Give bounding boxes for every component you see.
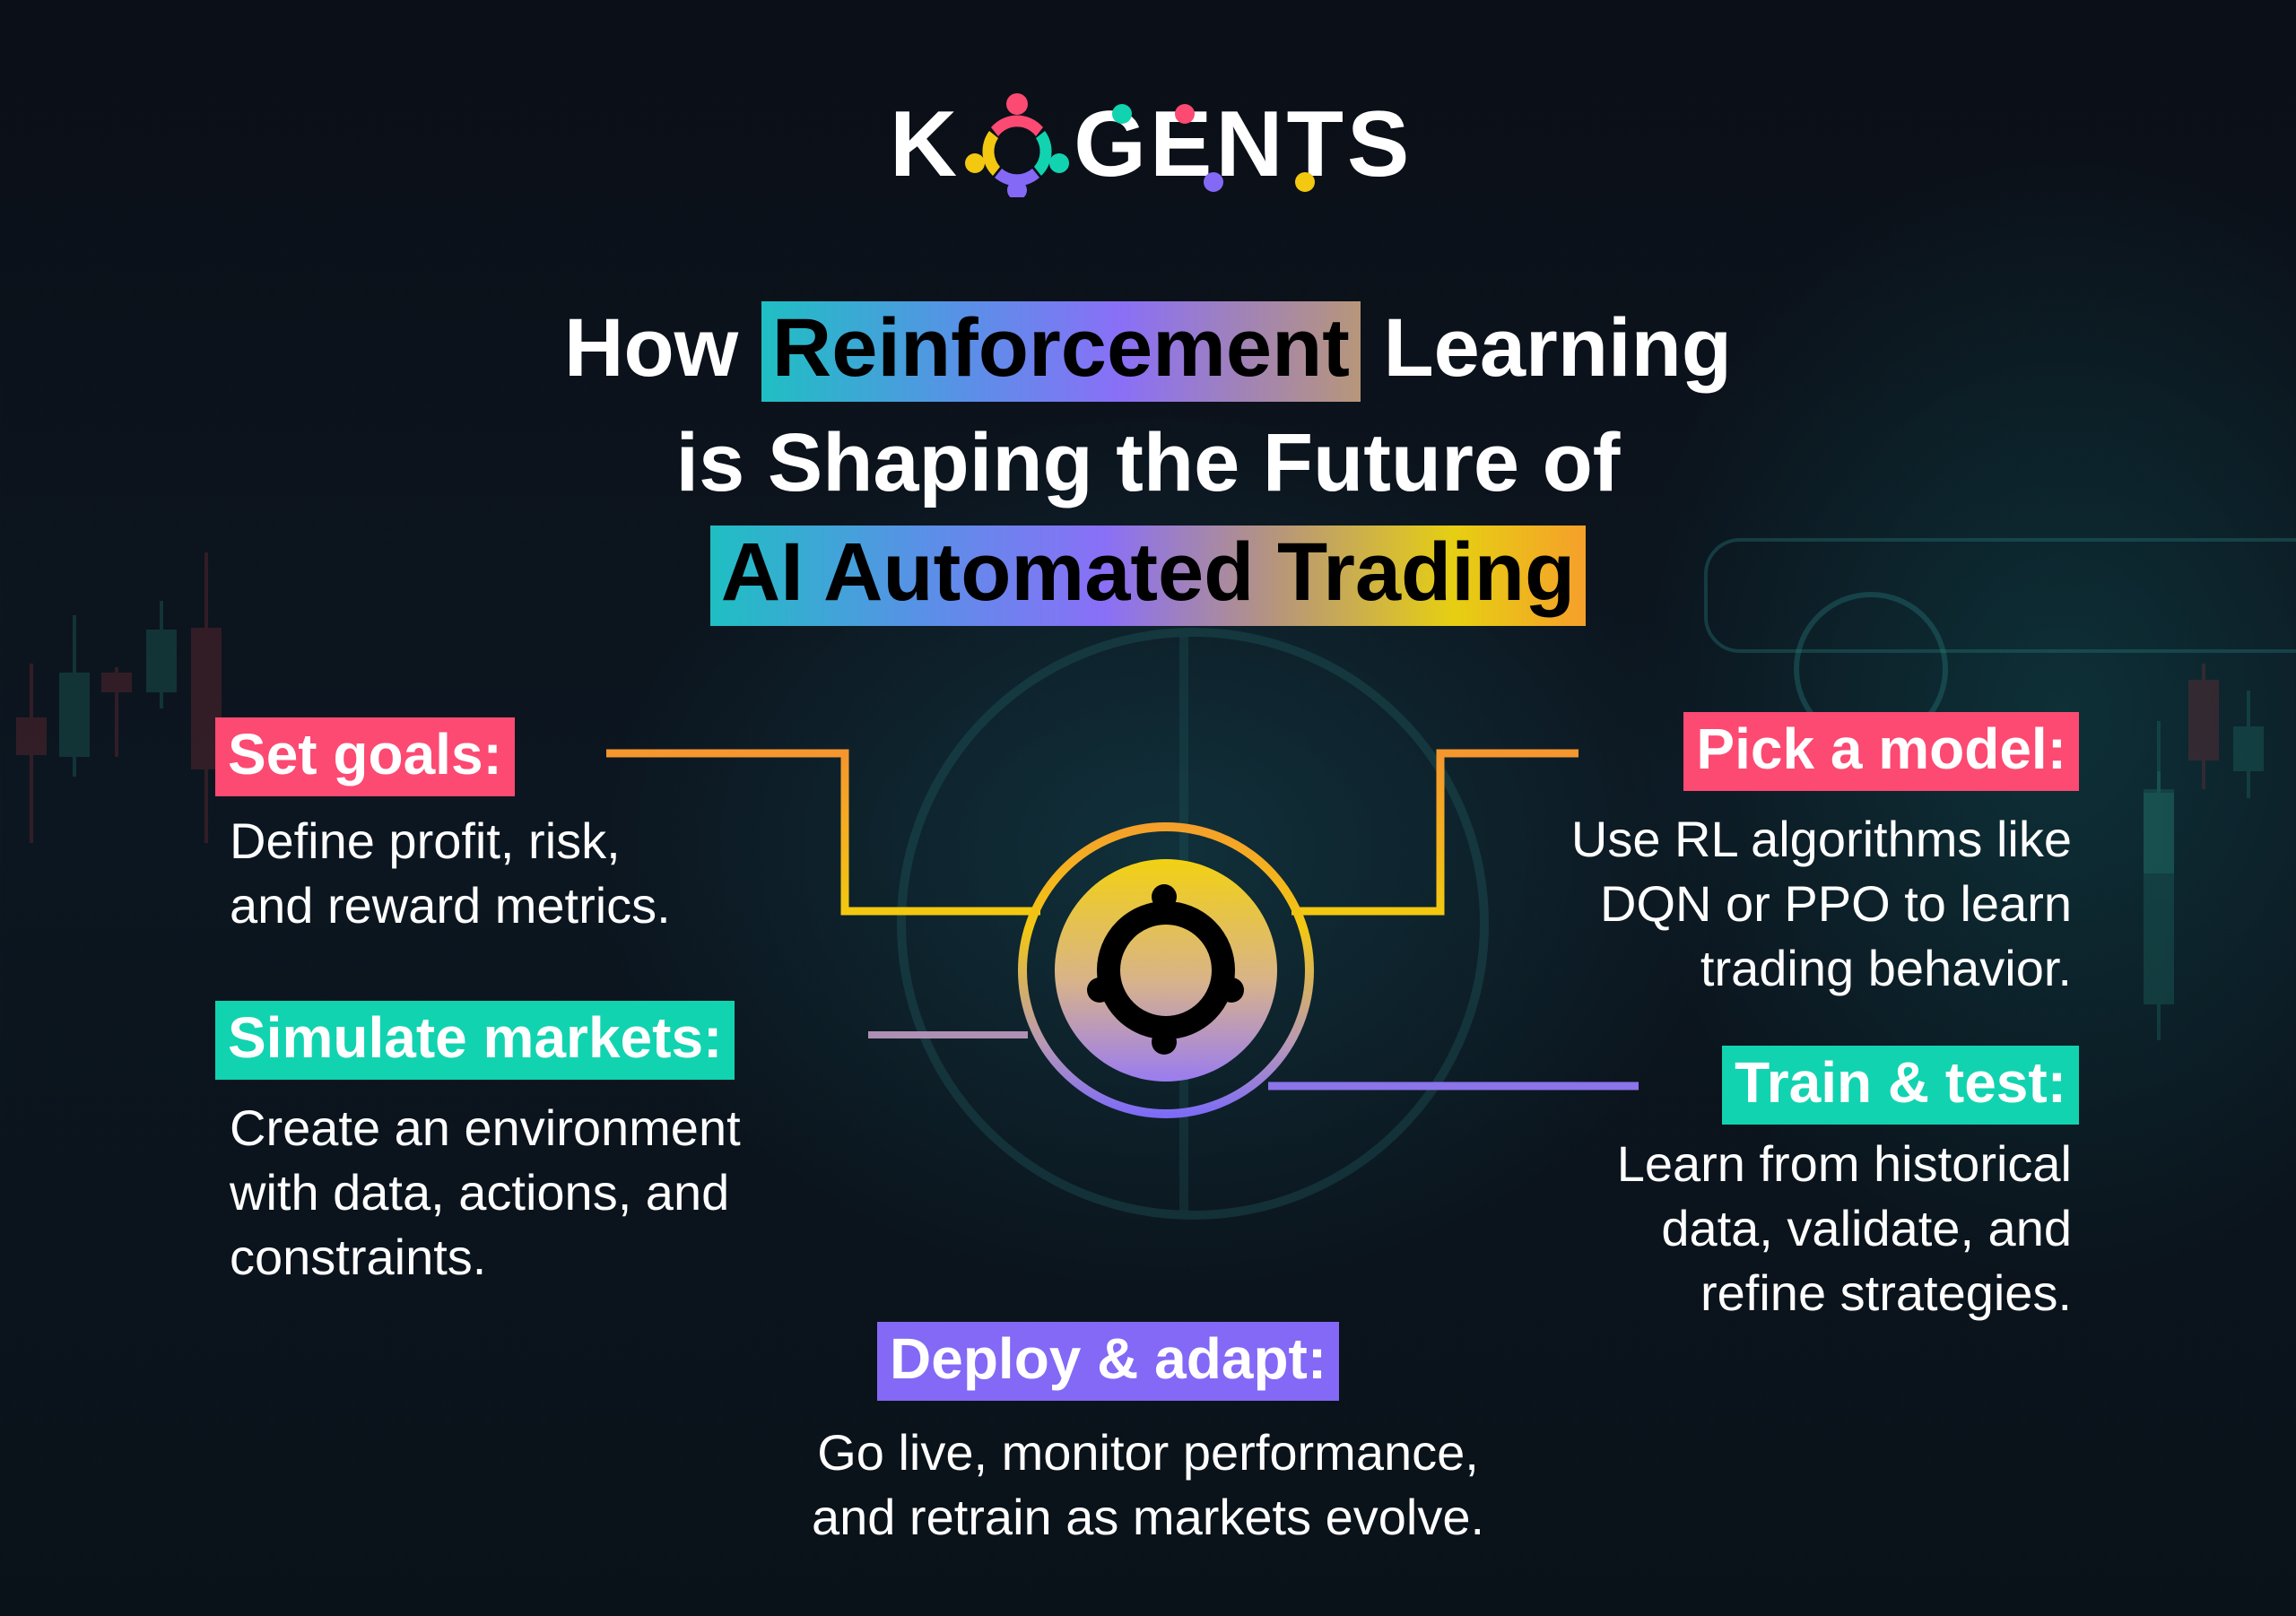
step-description-train-and-test: Learn from historical data, validate, an… xyxy=(1617,1132,2072,1325)
title-highlight-reinforcement: Reinforcement xyxy=(761,301,1361,402)
step-label-pick-a-model: Pick a model: xyxy=(1683,712,2079,792)
description-line: and reward metrics. xyxy=(230,877,671,934)
title-line-1: How Reinforcement Learning xyxy=(0,301,2296,402)
logo-dot-icon xyxy=(1295,172,1315,192)
description-line: and retrain as markets evolve. xyxy=(811,1489,1485,1545)
step-description-deploy-and-adapt: Go live, monitor performance, and retrai… xyxy=(700,1421,1596,1550)
step-description-simulate-markets: Create an environment with data, actions… xyxy=(230,1096,741,1290)
candlestick-icon xyxy=(16,664,47,843)
logo-text-start: K xyxy=(890,91,961,196)
logo-dot-icon xyxy=(1112,104,1132,124)
center-ring xyxy=(1018,822,1314,1118)
description-line: trading behavior. xyxy=(1700,940,2072,996)
description-line: with data, actions, and xyxy=(230,1164,730,1221)
step-label-deploy-and-adapt: Deploy & adapt: xyxy=(877,1322,1340,1402)
step-label-set-goals: Set goals: xyxy=(215,717,515,797)
step-description-pick-a-model: Use RL algorithms like DQN or PPO to lea… xyxy=(1571,807,2072,1001)
title-line-3: AI Automated Trading xyxy=(0,526,2296,626)
description-line: DQN or PPO to learn xyxy=(1600,875,2072,932)
description-line: Create an environment xyxy=(230,1099,741,1156)
candlestick-icon xyxy=(146,601,177,708)
brand-logo: K GENTS xyxy=(890,92,1413,200)
title-highlight-ai-trading: AI Automated Trading xyxy=(709,526,1587,626)
candlestick-icon xyxy=(2233,691,2264,798)
description-line: Learn from historical xyxy=(1616,1135,2072,1192)
description-line: Use RL algorithms like xyxy=(1570,811,2072,867)
description-line: refine strategies. xyxy=(1700,1264,2072,1321)
center-disc xyxy=(1055,859,1277,1082)
step-description-set-goals: Define profit, risk, and reward metrics. xyxy=(230,809,671,938)
candlestick-icon xyxy=(101,667,132,757)
title-text: How xyxy=(564,302,739,394)
candlestick-icon xyxy=(2144,721,2174,873)
description-line: data, validate, and xyxy=(1661,1200,2072,1256)
step-label-train-and-test: Train & test: xyxy=(1722,1046,2079,1125)
robot-arm-icon xyxy=(1704,538,2296,653)
logo-dot-icon xyxy=(1175,104,1195,124)
title-text: Learning xyxy=(1383,302,1732,394)
people-circle-icon xyxy=(1087,884,1244,1055)
description-line: constraints. xyxy=(230,1229,487,1285)
candlestick-icon xyxy=(59,615,90,777)
title-line-2: is Shaping the Future of xyxy=(675,417,1621,508)
description-line: Define profit, risk, xyxy=(230,812,621,869)
step-label-simulate-markets: Simulate markets: xyxy=(215,1001,735,1081)
logo-dot-icon xyxy=(1204,172,1223,192)
candlestick-icon xyxy=(2144,771,2174,1040)
description-line: Go live, monitor performance, xyxy=(817,1424,1479,1481)
candlestick-icon xyxy=(2188,664,2219,789)
logo-people-circle-icon xyxy=(964,91,1070,200)
